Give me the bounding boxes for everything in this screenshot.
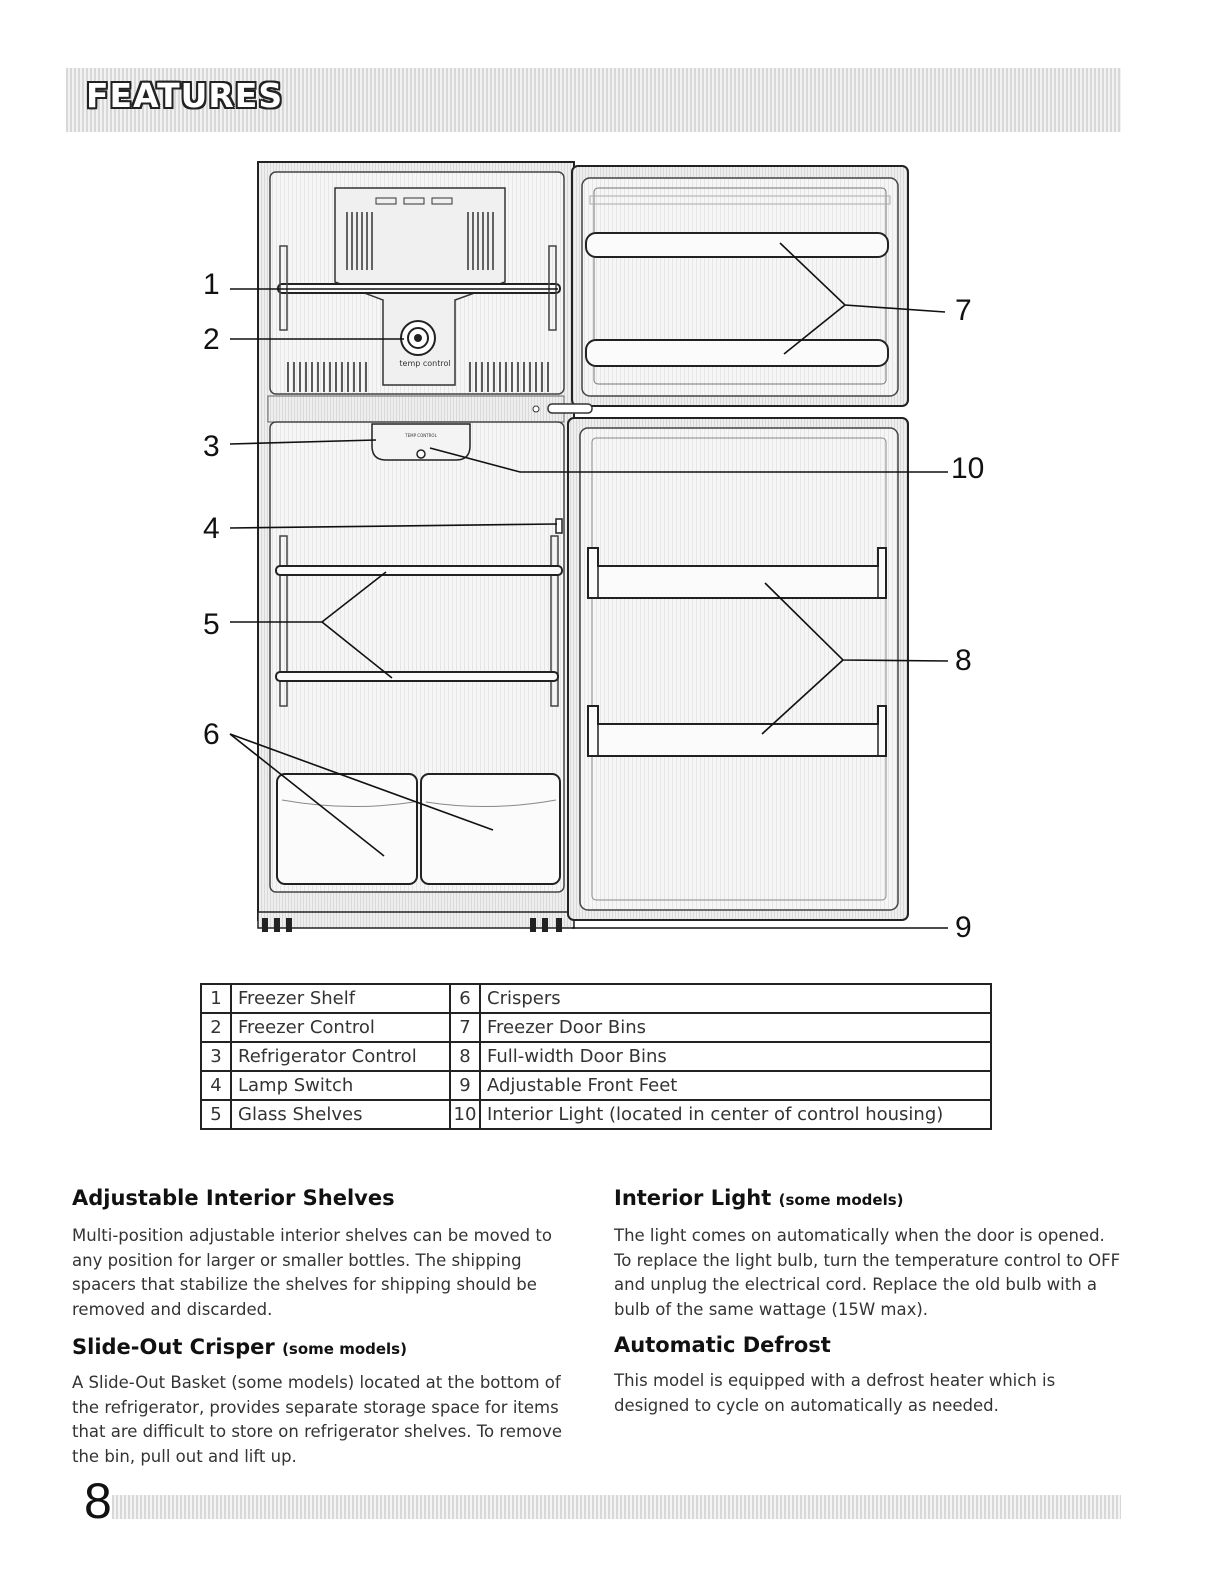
callout-5: 5 — [203, 608, 220, 641]
shelves-heading: Adjustable Interior Shelves — [72, 1186, 395, 1210]
legend-label: Interior Light (located in center of con… — [479, 1099, 992, 1130]
hinge-icon — [532, 405, 540, 413]
shelves-title: Adjustable Interior Shelves — [72, 1186, 395, 1210]
legend-label: Freezer Control — [230, 1012, 451, 1043]
legend-number: 5 — [200, 1099, 232, 1130]
glass-shelves — [275, 565, 563, 682]
legend-number: 1 — [200, 983, 232, 1014]
refrigerator-control-label: TEMP CONTROL — [404, 433, 437, 438]
callout-9: 9 — [955, 911, 972, 944]
shelf-supports — [279, 245, 559, 707]
freezer-control-label: temp control — [399, 359, 450, 368]
legend-number: 8 — [449, 1041, 481, 1072]
crisper-body: A Slide-Out Basket (some models) located… — [72, 1373, 563, 1466]
legend-number: 2 — [200, 1012, 232, 1043]
legend-label: Freezer Shelf — [230, 983, 451, 1014]
front-feet — [262, 918, 562, 932]
callout-1: 1 — [203, 268, 220, 301]
defrost-body: This model is equipped with a defrost he… — [614, 1371, 1056, 1415]
freezer-door-bins — [585, 232, 889, 367]
freezer-control-dial: temp control — [399, 320, 451, 368]
callout-4: 4 — [203, 512, 220, 545]
freezer-door — [571, 165, 909, 407]
footer-bar — [112, 1495, 1121, 1519]
callout-2: 2 — [203, 323, 220, 356]
table-row: 4 Lamp Switch 9 Adjustable Front Feet — [200, 1070, 992, 1101]
callout-7: 7 — [955, 294, 972, 327]
door-handle — [547, 403, 593, 414]
light-heading: Interior Light (some models) — [614, 1186, 904, 1210]
light-title: Interior Light — [614, 1186, 772, 1210]
legend-number: 7 — [449, 1012, 481, 1043]
crisper-title: Slide-Out Crisper — [72, 1335, 275, 1359]
page-title: FEATURES — [86, 76, 284, 115]
defrost-title: Automatic Defrost — [614, 1333, 831, 1357]
table-row: 3 Refrigerator Control 8 Full-width Door… — [200, 1041, 992, 1072]
legend-label: Crispers — [479, 983, 992, 1014]
legend-label: Full-width Door Bins — [479, 1041, 992, 1072]
legend-label: Lamp Switch — [230, 1070, 451, 1101]
legend-number: 3 — [200, 1041, 232, 1072]
crisper-subtitle: (some models) — [282, 1340, 407, 1358]
legend-label: Refrigerator Control — [230, 1041, 451, 1072]
lamp-switch — [555, 518, 563, 534]
features-legend-table: 1 Freezer Shelf 6 Crispers 2 Freezer Con… — [200, 983, 992, 1130]
callout-8: 8 — [955, 644, 972, 677]
legend-label: Adjustable Front Feet — [479, 1070, 992, 1101]
legend-label: Glass Shelves — [230, 1099, 451, 1130]
table-row: 2 Freezer Control 7 Freezer Door Bins — [200, 1012, 992, 1043]
callout-6: 6 — [203, 718, 220, 751]
legend-label: Freezer Door Bins — [479, 1012, 992, 1043]
legend-number: 4 — [200, 1070, 232, 1101]
refrigerator-diagram: temp control TEMP CONTROL — [229, 161, 949, 932]
table-row: 5 Glass Shelves 10 Interior Light (locat… — [200, 1099, 992, 1130]
light-subtitle: (some models) — [778, 1191, 904, 1209]
defrost-heading: Automatic Defrost — [614, 1333, 831, 1357]
callout-10: 10 — [951, 452, 985, 485]
refrigerator-control-housing: TEMP CONTROL — [371, 423, 471, 461]
light-body: The light comes on automatically when th… — [614, 1226, 1121, 1319]
leader-lines — [229, 242, 949, 929]
table-row: 1 Freezer Shelf 6 Crispers — [200, 983, 992, 1014]
shelves-body: Multi-position adjustable interior shelv… — [72, 1226, 552, 1319]
legend-number: 10 — [449, 1099, 481, 1130]
legend-number: 6 — [449, 983, 481, 1014]
refrigerator-door — [567, 417, 909, 921]
header-banner — [66, 68, 1121, 132]
callout-3: 3 — [203, 430, 220, 463]
crisper-heading: Slide-Out Crisper (some models) — [72, 1335, 407, 1359]
full-width-door-bins — [587, 547, 887, 757]
page-number: 8 — [84, 1473, 112, 1529]
legend-number: 9 — [449, 1070, 481, 1101]
